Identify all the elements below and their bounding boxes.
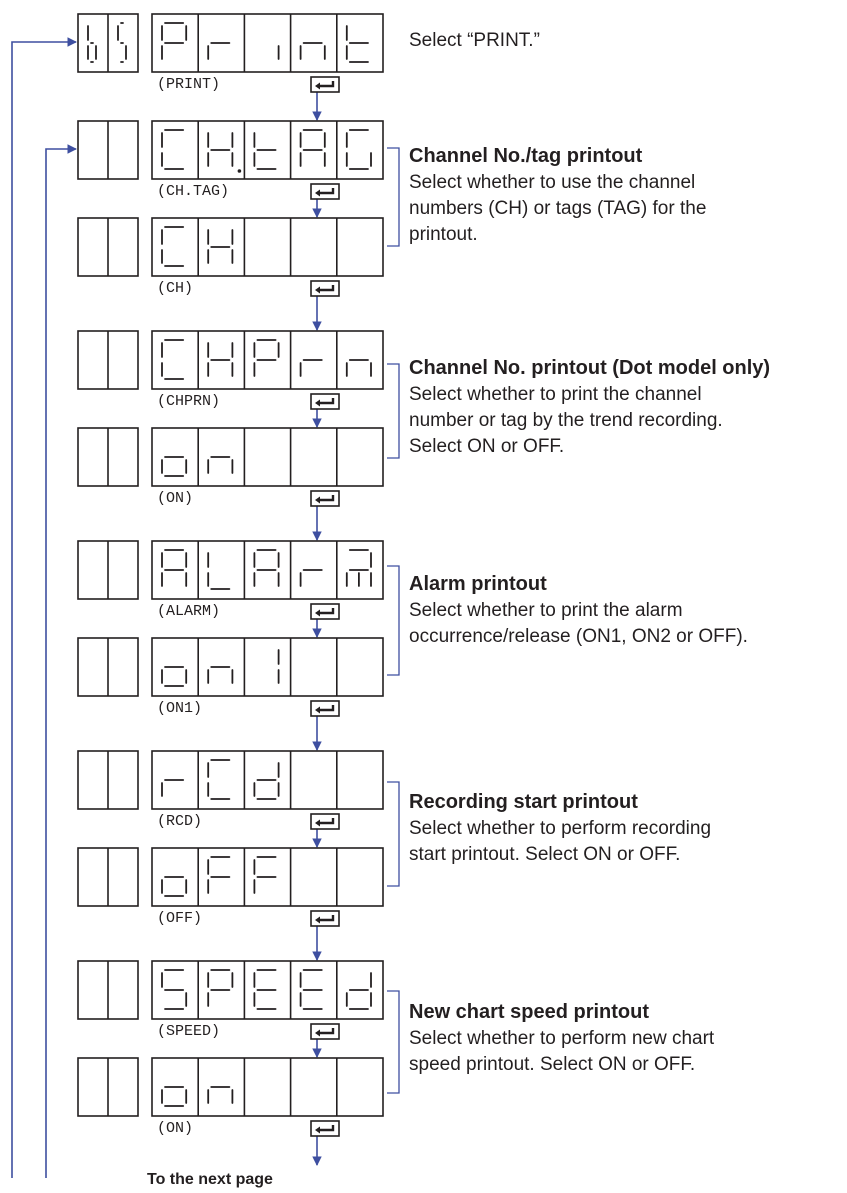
- next-page-label: To the next page: [147, 1171, 273, 1188]
- main-display: [151, 427, 384, 487]
- enter-key-icon: [310, 76, 340, 93]
- enter-key-icon: [310, 1023, 340, 1040]
- display-caption: (RCD): [157, 813, 202, 830]
- display-caption: (CHPRN): [157, 393, 220, 410]
- description-line: printout.: [409, 224, 478, 245]
- display-caption: (CH): [157, 280, 193, 297]
- main-display: [151, 960, 384, 1020]
- description-bracket: [387, 565, 400, 676]
- main-display: [151, 637, 384, 697]
- display-step-ch: (CH): [77, 217, 384, 297]
- sub-display: [77, 637, 139, 697]
- main-display: [151, 1057, 384, 1117]
- description-bracket: [387, 990, 400, 1094]
- enter-key-icon: [310, 910, 340, 927]
- sub-display: [77, 427, 139, 487]
- display-caption: (SPEED): [157, 1023, 220, 1040]
- display-caption: (ON1): [157, 700, 202, 717]
- sub-display: [77, 847, 139, 907]
- description-bracket: [387, 363, 400, 459]
- sub-display: [77, 1057, 139, 1117]
- description-title: Channel No. printout (Dot model only): [409, 357, 770, 379]
- display-step-print-select: (PRINT): [77, 13, 384, 93]
- enter-key-icon: [310, 280, 340, 297]
- enter-key-icon: [310, 183, 340, 200]
- enter-key-icon: [310, 393, 340, 410]
- return-loop-inner: [45, 144, 77, 1178]
- description-line: Select whether to use the channel: [409, 172, 695, 193]
- display-caption: (ALARM): [157, 603, 220, 620]
- enter-key-icon: [310, 490, 340, 507]
- description-title: Alarm printout: [409, 573, 547, 595]
- main-display: [151, 13, 384, 73]
- description-line: number or tag by the trend recording.: [409, 410, 723, 431]
- return-loop-outer: [11, 37, 77, 1178]
- display-step-chprn: (CHPRN): [77, 330, 384, 410]
- description-title: Channel No./tag printout: [409, 145, 643, 167]
- display-step-ch-tag: (CH.TAG): [77, 120, 384, 200]
- description-title: New chart speed printout: [409, 1001, 649, 1023]
- description-line: occurrence/release (ON1, ON2 or OFF).: [409, 626, 748, 647]
- description-line: Select whether to perform recording: [409, 818, 711, 839]
- sub-display: [77, 960, 139, 1020]
- description-line: Select whether to perform new chart: [409, 1028, 715, 1049]
- flow-lines: [11, 37, 322, 1178]
- description-line: Select whether to print the channel: [409, 384, 702, 405]
- enter-key-icon: [310, 1120, 340, 1137]
- sub-display: [77, 217, 139, 277]
- description-title: Recording start printout: [409, 791, 638, 813]
- sub-display: [77, 120, 139, 180]
- enter-key-icon: [310, 813, 340, 830]
- main-display: [151, 750, 384, 810]
- enter-key-icon: [310, 700, 340, 717]
- sub-display: [77, 750, 139, 810]
- display-step-speed-on: (ON): [77, 1057, 384, 1137]
- enter-key-icon: [310, 603, 340, 620]
- display-step-on1: (ON1): [77, 637, 384, 717]
- display-step-chprn-on: (ON): [77, 427, 384, 507]
- display-step-speed: (SPEED): [77, 960, 384, 1040]
- display-step-alarm: (ALARM): [77, 540, 384, 620]
- description-line: speed printout. Select ON or OFF.: [409, 1054, 695, 1075]
- display-caption: (PRINT): [157, 76, 220, 93]
- description-line: Select whether to print the alarm: [409, 600, 683, 621]
- description-bracket: [387, 147, 400, 247]
- display-caption: (OFF): [157, 910, 202, 927]
- main-display: [151, 330, 384, 390]
- main-display: [151, 120, 384, 180]
- sub-display: [77, 330, 139, 390]
- display-steps: (PRINT) (CH.TAG) (CH) (CHPRN) (ON) (ALARM) (ON…: [77, 13, 384, 1137]
- description-channel-no: Channel No. printout (Dot model only) Sel…: [387, 357, 770, 459]
- descriptions: Select “PRINT.” Channel No./tag printoutS…: [387, 30, 770, 1094]
- display-step-off: (OFF): [77, 847, 384, 927]
- sub-display: [77, 540, 139, 600]
- sub-display: [77, 13, 139, 73]
- display-step-rcd: (RCD): [77, 750, 384, 830]
- main-display: [151, 217, 384, 277]
- description-line: Select ON or OFF.: [409, 436, 564, 457]
- display-caption: (ON): [157, 1120, 193, 1137]
- description-line: numbers (CH) or tags (TAG) for the: [409, 198, 706, 219]
- display-caption: (ON): [157, 490, 193, 507]
- description-bracket: [387, 781, 400, 887]
- description-line: start printout. Select ON or OFF.: [409, 844, 680, 865]
- description-print: Select “PRINT.”: [409, 30, 540, 51]
- description-line: Select “PRINT.”: [409, 30, 540, 51]
- display-caption: (CH.TAG): [157, 183, 229, 200]
- main-display: [151, 540, 384, 600]
- main-display: [151, 847, 384, 907]
